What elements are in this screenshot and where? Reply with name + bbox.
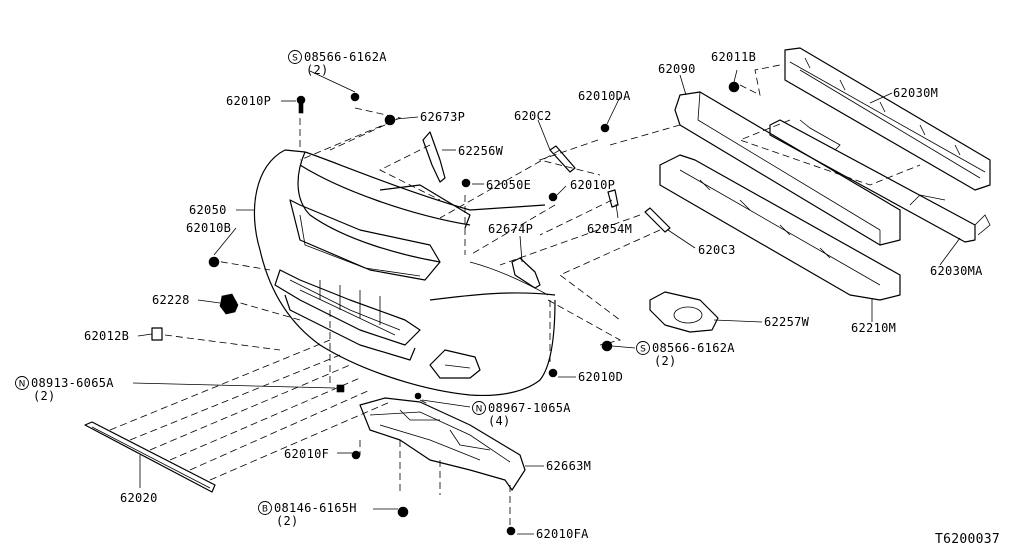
n-marker-left bbox=[15, 376, 29, 390]
label-08913: 08913-6065A bbox=[31, 376, 114, 390]
label-62673P: 62673P bbox=[420, 110, 465, 124]
label-08913-qty: (2) bbox=[33, 389, 56, 403]
leader-lines bbox=[132, 69, 961, 535]
bumper-fascia bbox=[253, 149, 556, 397]
label-08566-top: 08566-6162A bbox=[304, 50, 387, 64]
s-marker-bottom bbox=[636, 341, 650, 355]
label-08566-bottom-qty: (2) bbox=[654, 354, 677, 368]
label-62010D: 62010D bbox=[578, 370, 623, 384]
label-62090: 62090 bbox=[658, 62, 696, 76]
label-62030M: 62030M bbox=[893, 86, 938, 100]
absorber-62090 bbox=[674, 91, 901, 246]
label-08566-bottom: 08566-6162A bbox=[652, 341, 735, 355]
label-62010FA: 62010FA bbox=[536, 527, 589, 541]
label-62011B: 62011B bbox=[711, 50, 756, 64]
b-marker bbox=[258, 501, 272, 515]
label-62012B: 62012B bbox=[84, 329, 129, 343]
diagram-id: T6200037 bbox=[935, 532, 1000, 547]
label-62257W: 62257W bbox=[764, 315, 810, 329]
label-62663M: 62663M bbox=[546, 459, 591, 473]
label-62050E: 62050E bbox=[486, 178, 531, 192]
label-62010DA: 62010DA bbox=[578, 89, 631, 103]
label-62054M: 62054M bbox=[587, 222, 632, 236]
label-62030MA: 62030MA bbox=[930, 264, 983, 278]
label-62010F: 62010F bbox=[284, 447, 329, 461]
reinforcement-62030M bbox=[769, 47, 991, 243]
n-marker-right-letter: N bbox=[476, 405, 483, 415]
label-62210M: 62210M bbox=[851, 321, 896, 335]
label-08146: 08146-6165H bbox=[274, 501, 357, 515]
label-62010P-top: 62010P bbox=[226, 94, 271, 108]
s-marker-top-letter: S bbox=[292, 54, 298, 64]
fog-bezel-62257W bbox=[649, 291, 719, 333]
lower-trim-62020 bbox=[84, 421, 216, 493]
label-08967-qty: (4) bbox=[488, 414, 511, 428]
label-620C2: 620C2 bbox=[514, 109, 552, 123]
b-marker-letter: B bbox=[262, 505, 268, 515]
s-marker-bottom-letter: S bbox=[640, 345, 646, 355]
label-62228: 62228 bbox=[152, 293, 190, 307]
n-marker-right bbox=[472, 401, 486, 415]
label-62010B: 62010B bbox=[186, 221, 231, 235]
under-cover-62663M bbox=[359, 397, 526, 491]
label-62050: 62050 bbox=[189, 203, 227, 217]
label-620C3: 620C3 bbox=[698, 243, 736, 257]
n-marker-left-letter: N bbox=[19, 380, 26, 390]
small-parts bbox=[151, 81, 740, 536]
s-marker-top bbox=[288, 50, 302, 64]
label-62674P: 62674P bbox=[488, 222, 533, 236]
part-labels: 62010P S 08566-6162A (2) 62673P 62256W 6… bbox=[15, 50, 1000, 547]
label-08967: 08967-1065A bbox=[488, 401, 571, 415]
label-62020: 62020 bbox=[120, 491, 158, 505]
label-08146-qty: (2) bbox=[276, 514, 299, 528]
label-08566-top-qty: (2) bbox=[306, 63, 329, 77]
label-62010P-right: 62010P bbox=[570, 178, 615, 192]
absorber-62210M bbox=[659, 154, 901, 301]
label-62256W: 62256W bbox=[458, 144, 504, 158]
